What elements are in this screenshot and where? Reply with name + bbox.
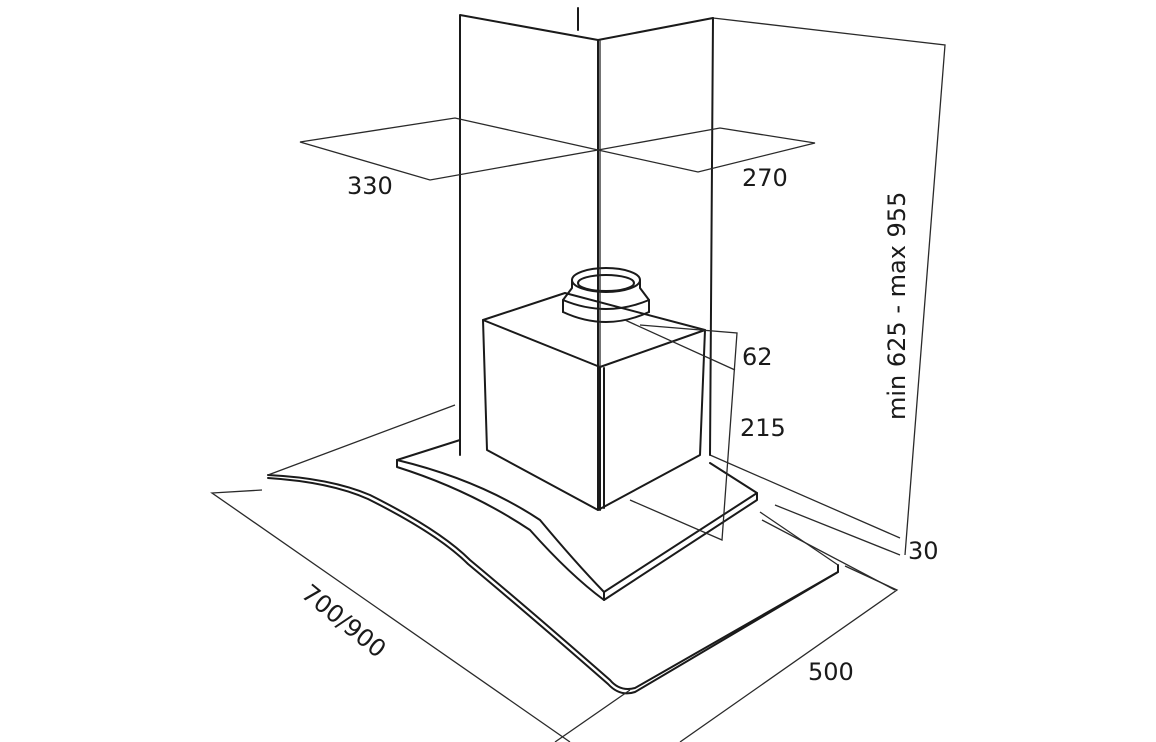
glass-panel: [267, 404, 839, 695]
duct-collar: [562, 40, 650, 367]
canopy: [396, 439, 758, 601]
motor-box: [482, 292, 706, 511]
label-500: 500: [808, 658, 854, 686]
label-330: 330: [347, 172, 393, 200]
chimney: [459, 7, 714, 511]
label-30: 30: [908, 537, 939, 565]
ceiling-section: [299, 117, 816, 181]
label-62: 62: [742, 343, 773, 371]
label-height-range: min 625 - max 955: [883, 192, 911, 420]
wall-outline: [709, 17, 946, 556]
label-width: 700/900: [296, 579, 391, 664]
label-215: 215: [740, 414, 786, 442]
label-270: 270: [742, 164, 788, 192]
dimension-lines: [210, 319, 901, 742]
